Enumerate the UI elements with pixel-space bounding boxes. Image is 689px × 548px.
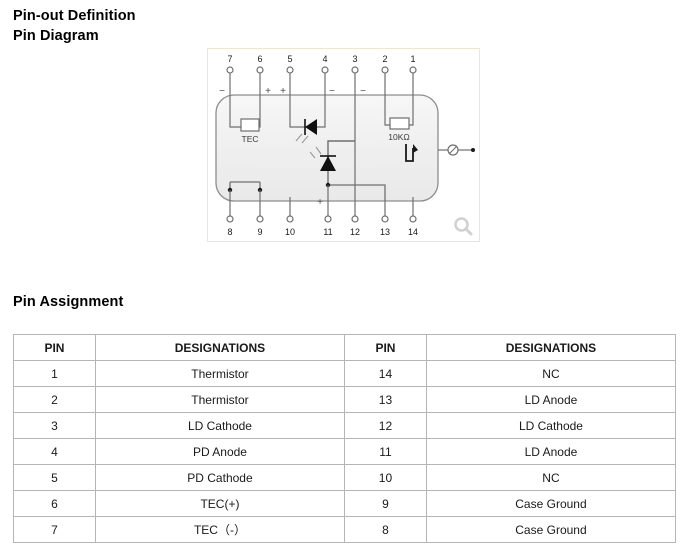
photodiode-light-arrows [295, 133, 309, 144]
laser-diode [309, 140, 355, 185]
pin-number-7: 7 [227, 54, 232, 64]
header-designations-left: DESIGNATIONS [94, 334, 345, 361]
bottom-pin-numbers: 8 9 10 11 12 13 14 [227, 227, 418, 237]
header-pin-left: PIN [13, 334, 96, 361]
pin-diagram-panel[interactable]: 7 6 5 4 3 2 1 − + + − − TEC [207, 48, 480, 242]
cell-pin-left: 6 [13, 490, 96, 517]
cell-designation-right: NC [425, 360, 677, 387]
pin-number-5: 5 [287, 54, 292, 64]
pin-number-1: 1 [410, 54, 415, 64]
pin-number-9: 9 [257, 227, 262, 237]
cell-pin-right: 14 [343, 360, 427, 387]
butterfly-package-outline [215, 94, 439, 202]
isolator [405, 144, 418, 162]
cell-pin-right: 11 [343, 438, 427, 465]
cell-designation-right: LD Anode [425, 438, 677, 465]
pin-diagram-svg: 7 6 5 4 3 2 1 − + + − − TEC [215, 54, 475, 237]
polarity-sign-pin5: + [280, 86, 286, 97]
cell-designation-left: PD Anode [94, 438, 345, 465]
cell-designation-left: PD Cathode [94, 464, 345, 491]
pin-diagram-title: Pin Diagram [13, 28, 99, 44]
cell-designation-right: Case Ground [425, 516, 677, 543]
cell-pin-right: 9 [343, 490, 427, 517]
cell-pin-right: 8 [343, 516, 427, 543]
polarity-sign-pin11: + [317, 197, 323, 208]
cell-pin-left: 5 [13, 464, 96, 491]
top-pin-polarity-signs: − + + − − [219, 86, 366, 97]
polarity-sign-pin4: − [329, 86, 335, 97]
cell-designation-right: LD Anode [425, 386, 677, 413]
pin-number-12: 12 [350, 227, 360, 237]
cell-designation-left: LD Cathode [94, 412, 345, 439]
pin-number-6: 6 [257, 54, 262, 64]
pin-assignment-title: Pin Assignment [13, 294, 124, 310]
table-row: 7 TEC（-） 8 Case Ground [13, 516, 677, 543]
tec-label: TEC [242, 134, 259, 144]
polarity-sign-pin7: − [219, 86, 225, 97]
page-heading-block: Pin-out Definition Pin Diagram [13, 6, 136, 46]
cell-pin-left: 4 [13, 438, 96, 465]
table-header-row: PIN DESIGNATIONS PIN DESIGNATIONS [13, 334, 677, 361]
fiber-output [438, 144, 475, 156]
pin-number-13: 13 [380, 227, 390, 237]
cell-designation-left: Thermistor [94, 360, 345, 387]
photodiode [289, 119, 326, 144]
cell-designation-right: NC [425, 464, 677, 491]
tec-element: TEC [229, 118, 261, 144]
cell-pin-left: 1 [13, 360, 96, 387]
thermistor-element: 10KΩ [384, 117, 414, 142]
polarity-sign-pin3: − [360, 86, 366, 97]
cell-pin-left: 2 [13, 386, 96, 413]
table-row: 4 PD Anode 11 LD Anode [13, 438, 677, 465]
pin-assignment-table: PIN DESIGNATIONS PIN DESIGNATIONS 1 Ther… [13, 334, 677, 543]
table-row: 5 PD Cathode 10 NC [13, 464, 677, 491]
cell-designation-left: TEC(+) [94, 490, 345, 517]
table-row: 1 Thermistor 14 NC [13, 360, 677, 387]
magnifier-zoom-in-icon[interactable] [453, 216, 473, 236]
page-title: Pin-out Definition [13, 8, 136, 24]
pin-number-14: 14 [408, 227, 418, 237]
cell-pin-right: 13 [343, 386, 427, 413]
pin-number-8: 8 [227, 227, 232, 237]
pin-number-11: 11 [323, 227, 332, 237]
top-pin-leads [229, 71, 414, 201]
cell-designation-right: Case Ground [425, 490, 677, 517]
bottom-pin-leads [229, 185, 414, 217]
bottom-pin-pads [226, 215, 417, 223]
pin-number-10: 10 [285, 227, 295, 237]
cell-pin-left: 7 [13, 516, 96, 543]
pin-number-3: 3 [352, 54, 357, 64]
cell-pin-right: 12 [343, 412, 427, 439]
laser-light-arrows [309, 146, 322, 159]
top-pin-numbers: 7 6 5 4 3 2 1 [227, 54, 415, 64]
table-row: 3 LD Cathode 12 LD Cathode [13, 412, 677, 439]
table-row: 6 TEC(+) 9 Case Ground [13, 490, 677, 517]
cell-designation-left: Thermistor [94, 386, 345, 413]
top-pin-pads [226, 66, 417, 74]
table-row: 2 Thermistor 13 LD Anode [13, 386, 677, 413]
cell-designation-right: LD Cathode [425, 412, 677, 439]
pin-number-4: 4 [322, 54, 327, 64]
cell-pin-left: 3 [13, 412, 96, 439]
pin-number-2: 2 [382, 54, 387, 64]
cell-designation-left: TEC（-） [94, 516, 345, 543]
header-designations-right: DESIGNATIONS [425, 334, 677, 361]
thermistor-label: 10KΩ [388, 132, 409, 142]
polarity-sign-pin6: + [265, 86, 271, 97]
cell-pin-right: 10 [343, 464, 427, 491]
header-pin-right: PIN [343, 334, 427, 361]
